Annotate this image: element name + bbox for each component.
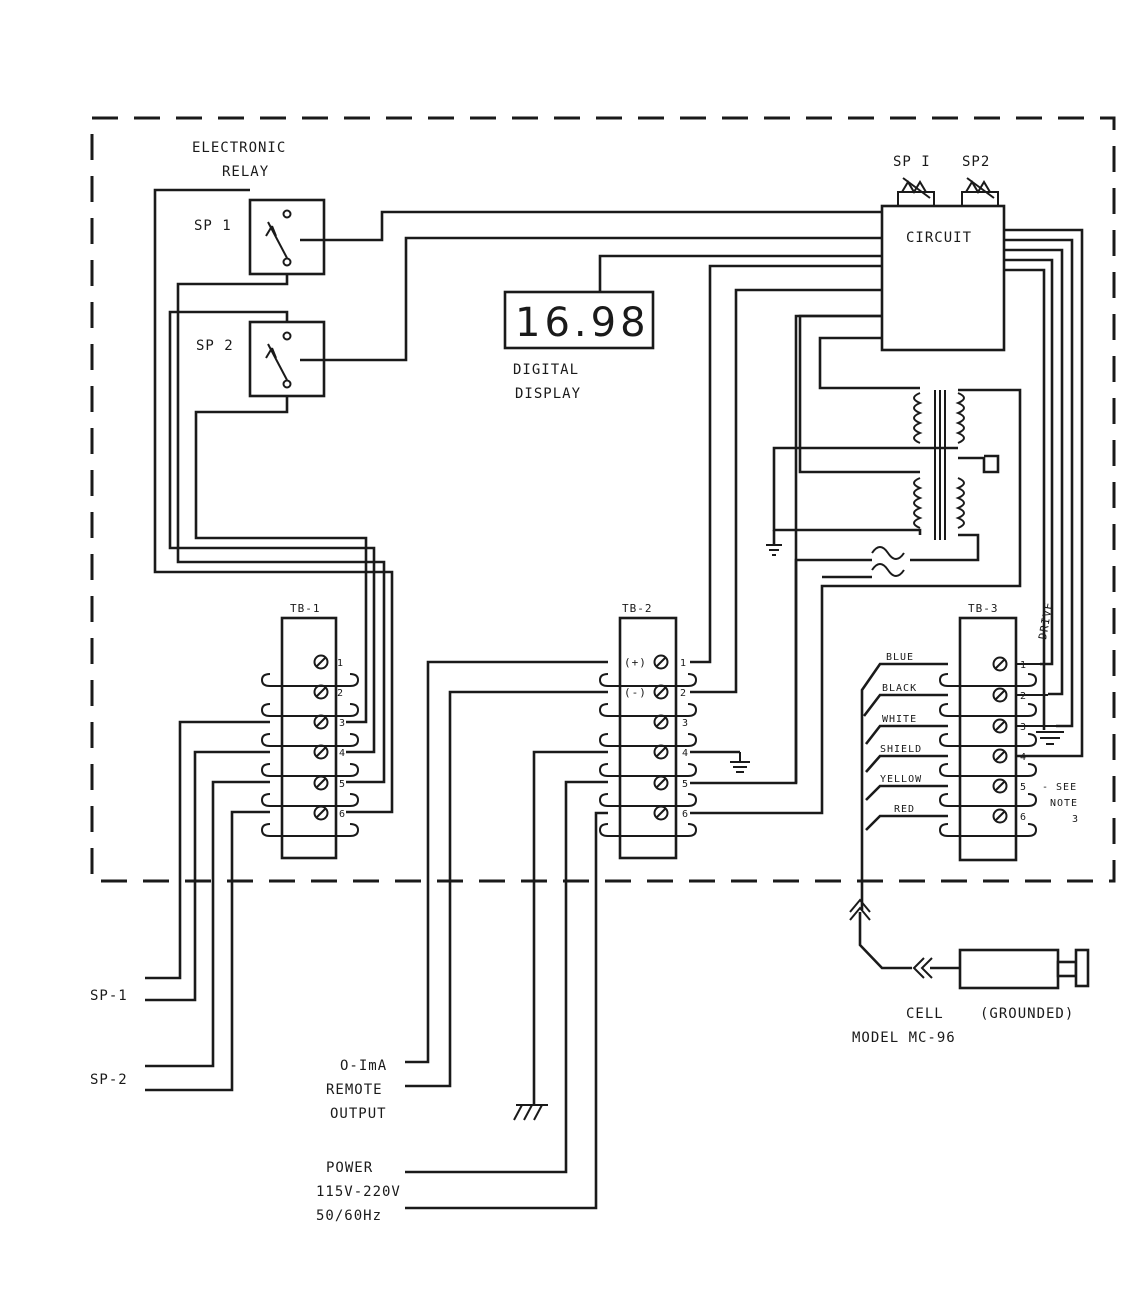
- relay-heading-2: RELAY: [222, 164, 269, 180]
- tb2-terminal-2: 2: [680, 688, 687, 699]
- fuse-2: [871, 563, 905, 577]
- enclosure-boundary: [90, 116, 1116, 883]
- note-number: 3: [1072, 814, 1079, 825]
- tb2-plus-label: (+): [624, 656, 647, 669]
- tb2-terminal-6: 6: [682, 809, 689, 820]
- tb1-terminal-2: 2: [337, 688, 344, 699]
- tb2-terminal-4: 4: [682, 748, 689, 759]
- tb3-terminal-1: 1: [1020, 660, 1027, 671]
- digital-display: [503, 290, 655, 350]
- note-see: - SEE: [1042, 782, 1077, 793]
- power-label-2: 115V-220V: [316, 1184, 401, 1200]
- wire-blue-label: BLUE: [886, 652, 914, 663]
- relay-heading-1: ELECTRONIC: [192, 140, 286, 156]
- sp2-output-label: SP-2: [90, 1072, 128, 1088]
- display-label-1: DIGITAL: [513, 362, 579, 378]
- setpoint-pot-sp2: [961, 177, 999, 207]
- terminal-block-tb3: [938, 616, 1038, 862]
- tb1-label: TB-1: [290, 602, 321, 615]
- conductivity-cell: [958, 948, 1090, 990]
- remote-output-label-2: REMOTE: [326, 1082, 383, 1098]
- cell-label: CELL: [906, 1006, 944, 1022]
- wire-red-label: RED: [894, 804, 915, 815]
- display-value: 16.98: [515, 300, 650, 346]
- tb1-terminal-3: 3: [339, 718, 346, 729]
- relay-sp1-label: SP 1: [194, 218, 232, 234]
- remote-output-label-1: O-ImA: [340, 1058, 387, 1074]
- tb3-label: TB-3: [968, 602, 999, 615]
- pot-sp2-label: SP2: [962, 154, 990, 170]
- tb1-terminal-1: 1: [337, 658, 344, 669]
- power-label-1: POWER: [326, 1160, 373, 1176]
- tb3-terminal-5: 5: [1020, 782, 1027, 793]
- terminal-block-tb1: [260, 616, 360, 860]
- wiring: [145, 188, 1084, 1210]
- terminal-block-tb2: [598, 616, 698, 860]
- relay-sp1: [248, 198, 326, 276]
- note-note: NOTE: [1050, 798, 1078, 809]
- tb2-minus-label: (-): [624, 686, 647, 699]
- tb3-terminal-4: 4: [1020, 752, 1027, 763]
- tb2-label: TB-2: [622, 602, 653, 615]
- wire-white-label: WHITE: [882, 714, 917, 725]
- pot-sp1-label: SP I: [893, 154, 931, 170]
- remote-output-label-3: OUTPUT: [330, 1106, 387, 1122]
- cell-grounded-label: (GROUNDED): [980, 1006, 1074, 1022]
- circuit-label: CIRCUIT: [906, 230, 972, 246]
- wire-black-label: BLACK: [882, 683, 917, 694]
- transformer: [913, 390, 965, 540]
- display-label-2: DISPLAY: [515, 386, 581, 402]
- wire-shield-label: SHIELD: [880, 744, 922, 755]
- relay-sp2-label: SP 2: [196, 338, 234, 354]
- power-label-3: 50/60Hz: [316, 1208, 382, 1224]
- tb3-terminal-3: 3: [1020, 722, 1027, 733]
- cell-model-label: MODEL MC-96: [852, 1030, 956, 1046]
- fuse-1: [871, 546, 905, 560]
- tb2-terminal-5: 5: [682, 779, 689, 790]
- tb1-terminal-5: 5: [339, 779, 346, 790]
- sp1-output-label: SP-1: [90, 988, 128, 1004]
- circuit-board: [880, 204, 1006, 352]
- wire-yellow-label: YELLOW: [880, 774, 922, 785]
- tb3-terminal-6: 6: [1020, 812, 1027, 823]
- tb3-terminal-2: 2: [1020, 691, 1027, 702]
- tb1-terminal-6: 6: [339, 809, 346, 820]
- tb2-terminal-1: 1: [680, 658, 687, 669]
- tb2-terminal-3: 3: [682, 718, 689, 729]
- tb1-terminal-4: 4: [339, 748, 346, 759]
- setpoint-pot-sp1: [897, 177, 935, 207]
